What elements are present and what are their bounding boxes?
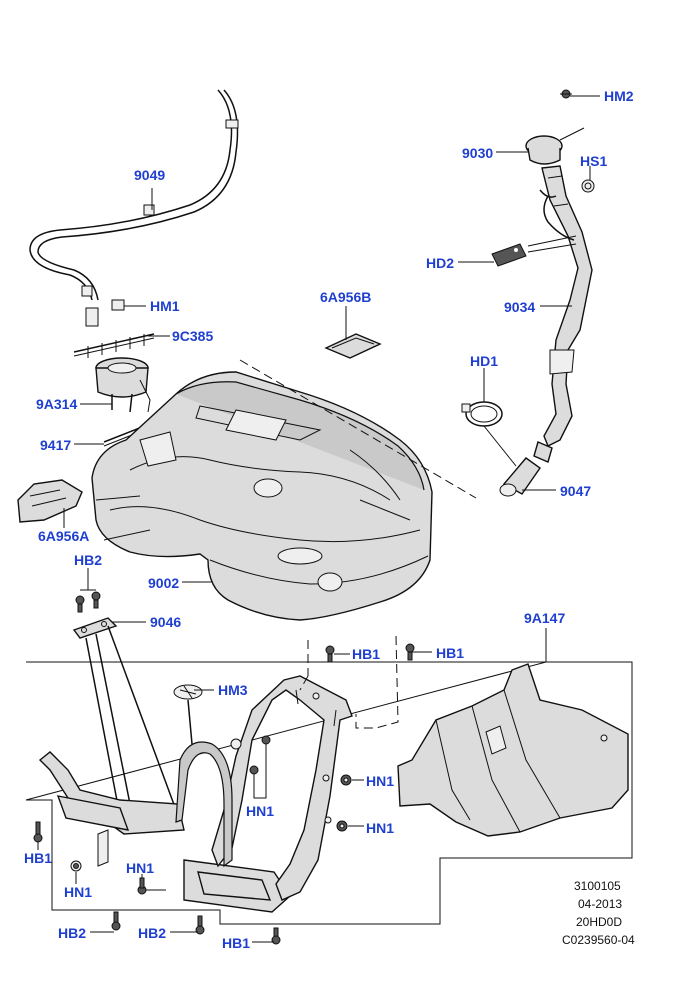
label-hn1-low2: HN1 (64, 884, 92, 900)
label-9049: 9049 (134, 167, 165, 183)
vapour-hose-9049 (29, 89, 239, 301)
leader-hd1-hose (483, 425, 517, 467)
label-hb2-low1: HB2 (58, 925, 86, 941)
bracket-9046 (72, 617, 177, 811)
nuts-hn1-frame (230, 735, 352, 832)
label-9034: 9034 (504, 299, 535, 315)
label-hb1-left: HB1 (24, 850, 52, 866)
label-9002: 9002 (148, 575, 179, 591)
label-hd1: HD1 (470, 353, 498, 369)
label-9047: 9047 (560, 483, 591, 499)
bolts-hb2-top (75, 591, 101, 613)
clamp-hd1 (461, 401, 503, 427)
fuel-pump-9a314 (95, 357, 151, 413)
label-hs1: HS1 (580, 153, 607, 169)
reference-stamp: 3100105 04-2013 20HD0D C0239560-04 (562, 879, 635, 947)
label-6a956a: 6A956A (38, 528, 89, 544)
strap-band-hm3 (173, 684, 233, 868)
fasteners-lower (33, 821, 281, 945)
leader-dashed-cover (239, 359, 477, 499)
label-hb1-mid1: HB1 (352, 646, 380, 662)
seal-hs1 (581, 179, 595, 193)
cover-plate-6a956b (324, 333, 382, 359)
label-hb1-mid2: HB1 (436, 645, 464, 661)
label-hm2: HM2 (604, 88, 634, 104)
label-9c385: 9C385 (172, 328, 213, 344)
leader-dashed-hb1 (299, 635, 399, 729)
screw-hm2 (560, 89, 572, 99)
label-9046: 9046 (150, 614, 181, 630)
pump-seal-9c385 (73, 333, 155, 358)
filler-pipe-9034 (539, 165, 593, 447)
stamp-line-1: 3100105 (574, 879, 621, 893)
leader-lines (37, 95, 600, 943)
fuel-tank-9002 (91, 371, 433, 621)
label-hm3: HM3 (218, 682, 248, 698)
label-9030: 9030 (462, 145, 493, 161)
label-hn1-right2: HN1 (366, 820, 394, 836)
label-9a314: 9A314 (36, 396, 77, 412)
strap-frame-9a147 (38, 675, 353, 913)
stamp-line-4: C0239560-04 (562, 933, 635, 947)
bolts-hb1-upper (325, 643, 415, 663)
label-9417: 9417 (40, 437, 71, 453)
label-hm1: HM1 (150, 298, 180, 314)
heat-shield-6a956a (17, 479, 83, 523)
label-hb1-bottom: HB1 (222, 935, 250, 951)
hose-9047 (499, 441, 553, 497)
label-hn1-center: HN1 (246, 803, 274, 819)
label-hb2-low2: HB2 (138, 925, 166, 941)
assembly-outline-9a147 (25, 646, 633, 925)
stamp-line-2: 04-2013 (578, 897, 622, 911)
clip-hm1 (85, 299, 125, 327)
clip-hd2 (491, 243, 527, 267)
heat-shield-9a147 (397, 663, 629, 837)
label-hb2-top: HB2 (74, 552, 102, 568)
label-hn1-low1: HN1 (126, 860, 154, 876)
label-hd2: HD2 (426, 255, 454, 271)
label-hn1-right1: HN1 (366, 773, 394, 789)
label-9a147: 9A147 (524, 610, 565, 626)
part-labels: HM2 9030 HS1 9049 HD2 6A956B 9034 HM1 9C… (24, 88, 634, 951)
filler-cap-9030 (525, 127, 585, 165)
stamp-line-3: 20HD0D (576, 915, 622, 929)
label-6a956b: 6A956B (320, 289, 371, 305)
leader-hd2-pipe (527, 235, 577, 253)
